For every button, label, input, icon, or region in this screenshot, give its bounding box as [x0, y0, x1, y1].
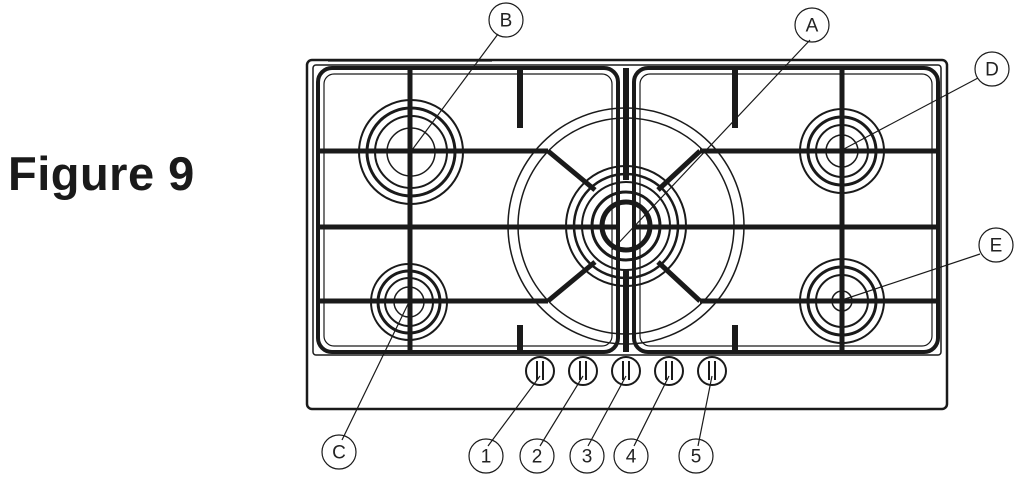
- callout-knob-1-label: 1: [481, 447, 492, 468]
- callout-knob-4-label: 4: [626, 447, 637, 468]
- callout-knob-3: 3: [569, 438, 605, 474]
- callout-c: C: [321, 434, 357, 470]
- burner-d: [799, 108, 885, 194]
- cooktop-body: [305, 58, 949, 411]
- pan-support-left: [316, 66, 620, 354]
- burner-b: [358, 99, 464, 205]
- burner-a-wok: [507, 107, 745, 345]
- callout-b-label: B: [500, 11, 513, 32]
- callout-e: E: [978, 227, 1014, 263]
- callout-knob-3-label: 3: [582, 447, 593, 468]
- callout-d-label: D: [985, 60, 999, 81]
- figure-title: Figure 9: [8, 147, 195, 200]
- knob-1: [525, 356, 555, 386]
- callout-e-label: E: [990, 236, 1003, 257]
- pan-support-right: [632, 66, 940, 354]
- leader-lines: [341, 33, 981, 447]
- knob-4: [654, 356, 684, 386]
- burner-e: [799, 258, 885, 344]
- callout-a: A: [794, 7, 830, 43]
- callout-knob-2-label: 2: [532, 447, 543, 468]
- callout-knob-2: 2: [519, 438, 555, 474]
- callout-a-label: A: [806, 16, 819, 37]
- callout-c-label: C: [332, 443, 346, 464]
- knob-5: [697, 356, 727, 386]
- burner-c: [370, 263, 448, 341]
- pan-support-center-arms: [546, 68, 702, 352]
- callout-knob-5-label: 5: [691, 447, 702, 468]
- knob-2: [568, 356, 598, 386]
- callout-knob-1: 1: [468, 438, 504, 474]
- callout-knob-5: 5: [678, 438, 714, 474]
- callout-knob-4: 4: [613, 438, 649, 474]
- control-knobs: [525, 356, 727, 386]
- knob-3: [611, 356, 641, 386]
- callout-b: B: [488, 2, 524, 38]
- callout-d: D: [974, 51, 1010, 87]
